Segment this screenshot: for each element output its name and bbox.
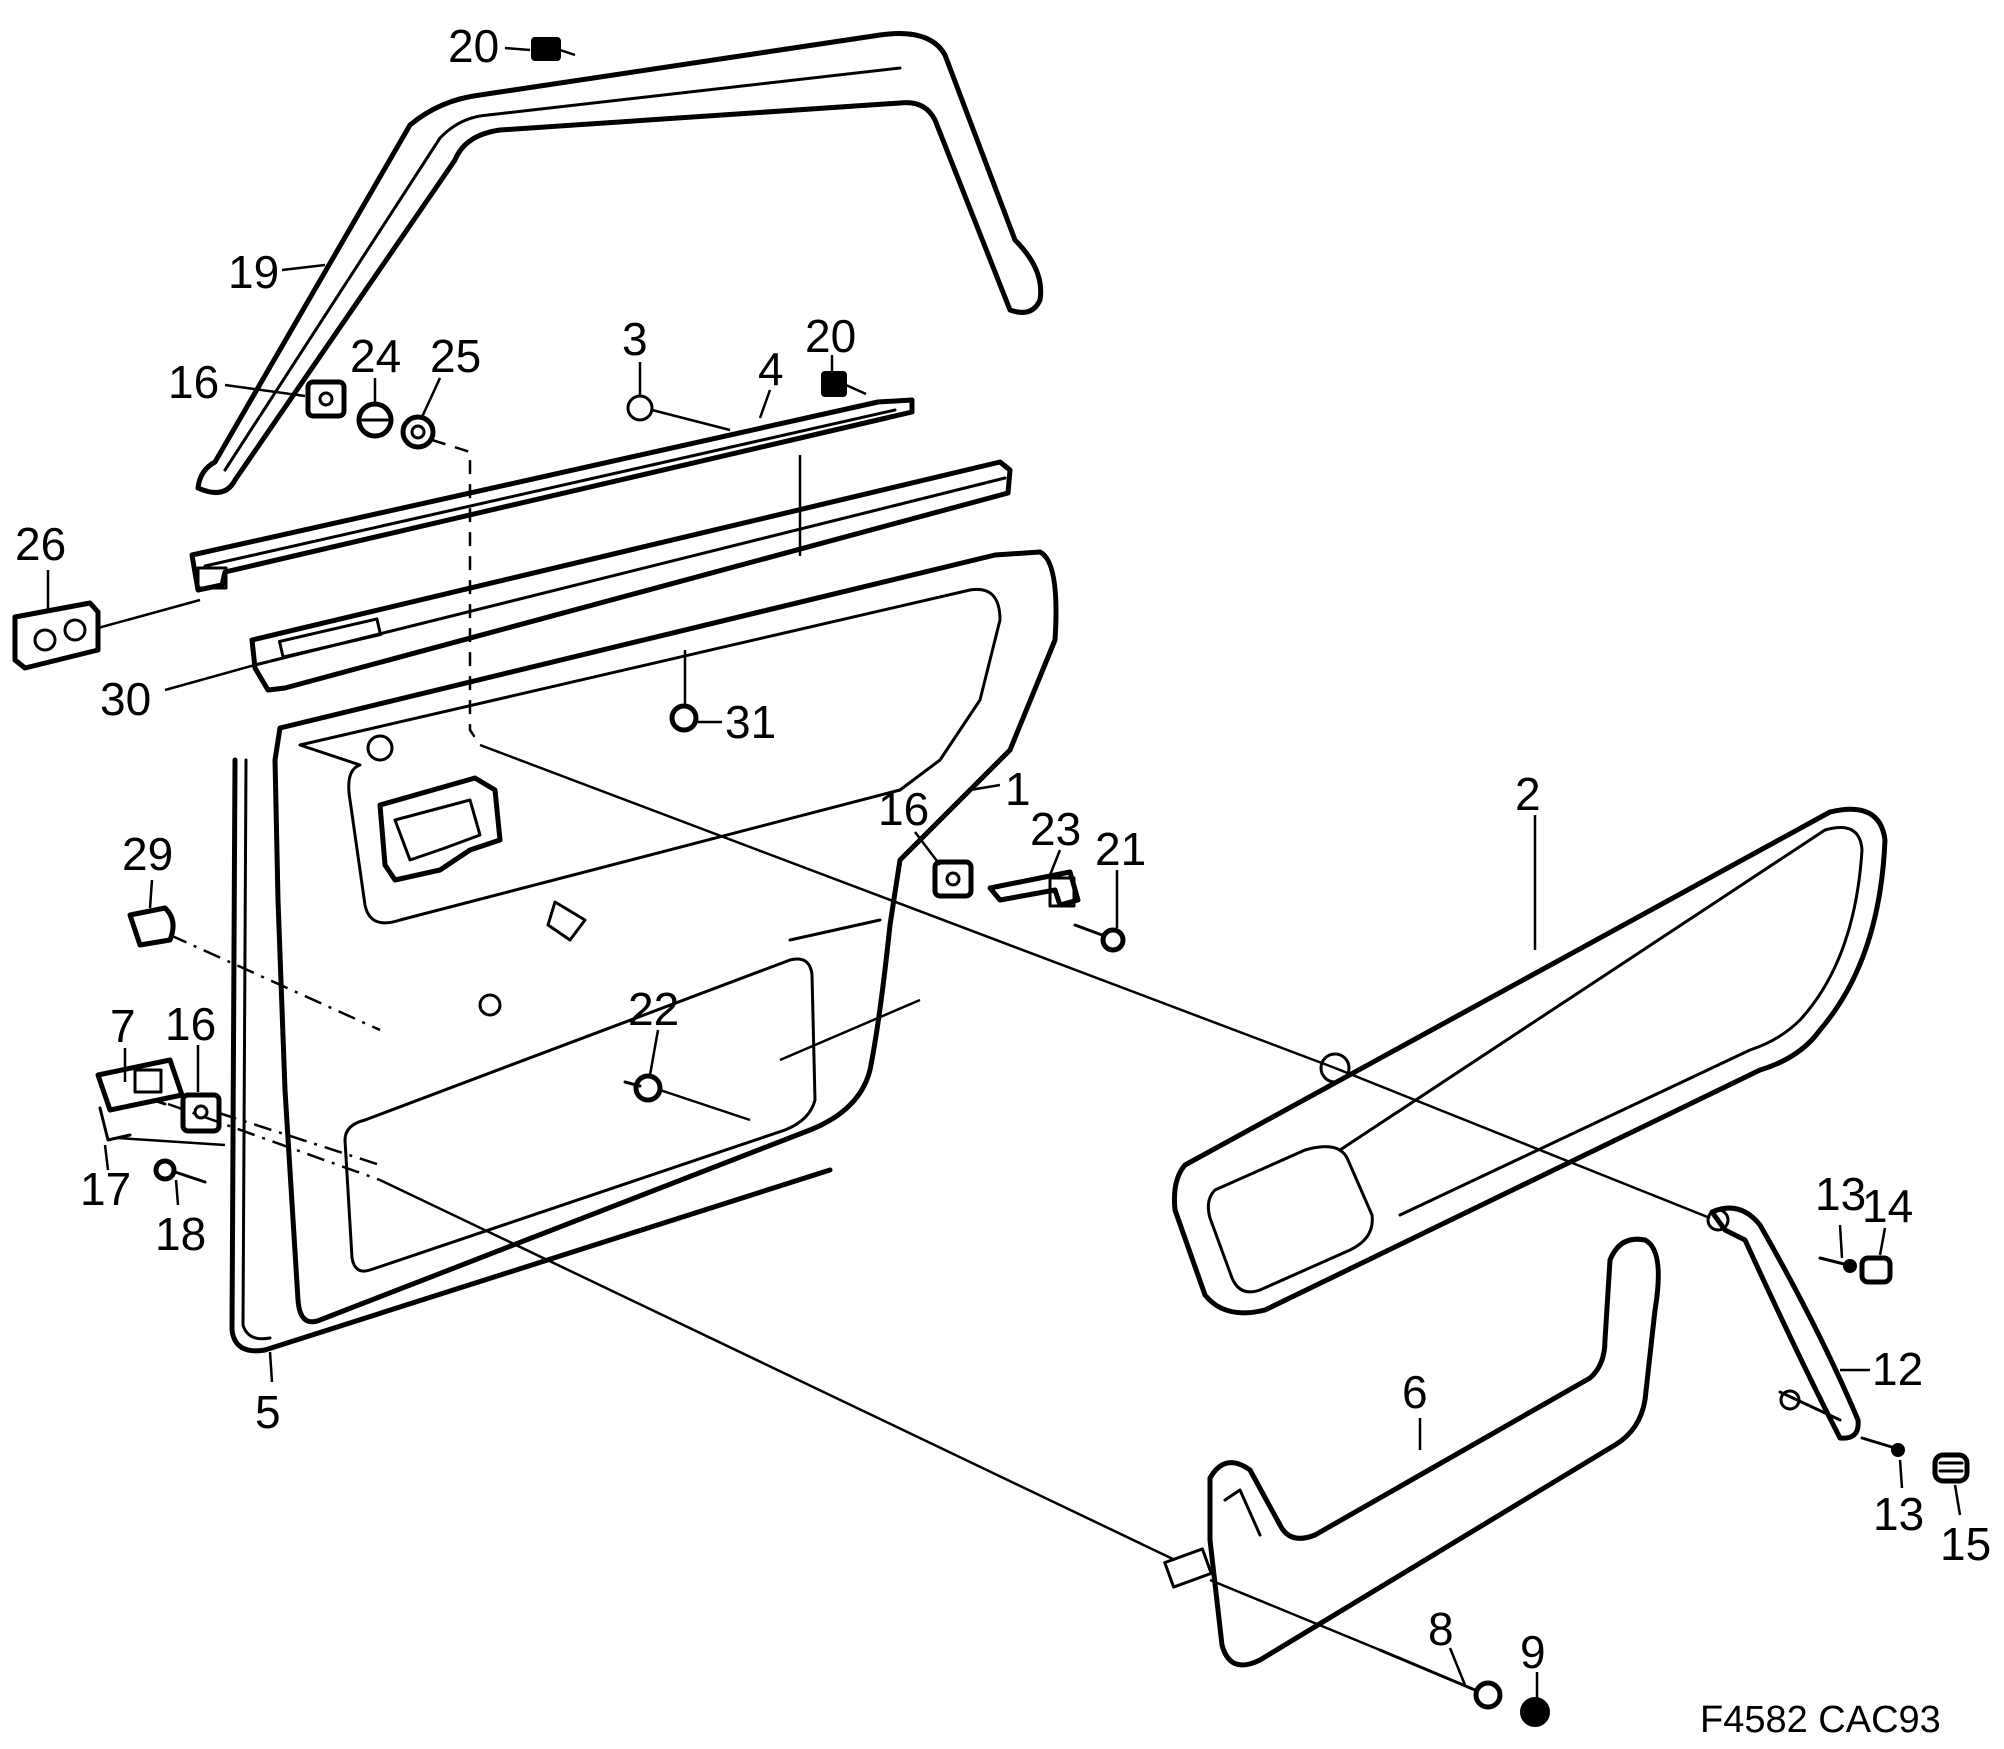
svg-text:19: 19 xyxy=(228,246,279,298)
callout-22: 22 xyxy=(628,983,679,1076)
callout-9: 9 xyxy=(1520,1626,1546,1698)
callout-21: 21 xyxy=(1095,823,1146,928)
callout-25: 25 xyxy=(420,330,481,418)
svg-text:22: 22 xyxy=(628,983,679,1035)
svg-text:9: 9 xyxy=(1520,1626,1546,1678)
part-16-clip-left xyxy=(180,1092,222,1134)
svg-text:31: 31 xyxy=(725,696,776,748)
part-23-latch xyxy=(987,869,1081,908)
callout-1: 1 xyxy=(969,763,1031,815)
svg-text:29: 29 xyxy=(122,828,173,880)
callout-20-top: 20 xyxy=(448,20,531,72)
part-30-upper-rail xyxy=(249,455,1013,693)
part-13-screw-top xyxy=(1818,1256,1857,1273)
part-6-lower-pocket xyxy=(1163,1236,1661,1668)
callout-16-right: 16 xyxy=(878,783,941,866)
part-31-clip xyxy=(669,703,699,733)
part-24-nut xyxy=(356,401,394,439)
svg-text:21: 21 xyxy=(1095,823,1146,875)
svg-text:25: 25 xyxy=(430,330,481,382)
svg-text:26: 26 xyxy=(15,518,66,570)
callout-18: 18 xyxy=(155,1179,206,1260)
part-26-bracket xyxy=(12,598,201,671)
part-29-push-clip xyxy=(127,905,176,948)
part-16-clip-top xyxy=(305,379,347,419)
callout-4: 4 xyxy=(758,343,784,419)
svg-text:3: 3 xyxy=(622,313,648,365)
part-3-screw xyxy=(626,394,731,432)
svg-text:13: 13 xyxy=(1873,1488,1924,1540)
svg-text:7: 7 xyxy=(110,1000,136,1052)
assembly-lines xyxy=(117,650,1711,1652)
callout-17: 17 xyxy=(80,1144,131,1215)
svg-text:15: 15 xyxy=(1940,1518,1991,1570)
callout-16-top: 16 xyxy=(168,356,306,408)
part-2-trim-panel xyxy=(1172,806,1888,1316)
callout-5: 5 xyxy=(255,1351,281,1438)
callout-29: 29 xyxy=(122,828,173,909)
svg-text:18: 18 xyxy=(155,1208,206,1260)
part-5-door-seal xyxy=(229,757,833,1354)
part-9-cap xyxy=(1520,1697,1550,1727)
svg-text:20: 20 xyxy=(805,310,856,362)
svg-text:24: 24 xyxy=(350,330,401,382)
part-13-screw-bottom xyxy=(1860,1436,1905,1457)
svg-text:30: 30 xyxy=(100,673,151,725)
callout-13-bottom: 13 xyxy=(1873,1459,1924,1540)
svg-text:5: 5 xyxy=(255,1386,281,1438)
part-22-clip xyxy=(623,1073,663,1103)
svg-text:8: 8 xyxy=(1428,1603,1454,1655)
svg-text:16: 16 xyxy=(168,356,219,408)
svg-text:14: 14 xyxy=(1862,1180,1913,1232)
part-21-screw xyxy=(1073,923,1126,953)
part-20-clip-top xyxy=(531,37,576,61)
svg-text:6: 6 xyxy=(1402,1366,1428,1418)
svg-text:16: 16 xyxy=(165,998,216,1050)
figure-code: F4582 CAC93 xyxy=(1700,1699,1941,1741)
part-17-bracket xyxy=(95,1057,185,1142)
part-15-cap xyxy=(1932,1452,1970,1484)
part-19-window-moulding xyxy=(195,31,1044,495)
callout-3: 3 xyxy=(622,313,648,396)
part-12-grab-handle xyxy=(1706,1205,1861,1441)
callout-31: 31 xyxy=(698,696,776,748)
part-1-door-panel xyxy=(272,549,1059,1325)
callout-7: 7 xyxy=(110,1000,136,1082)
callout-30: 30 xyxy=(100,663,256,725)
callout-13-top: 13 xyxy=(1815,1168,1866,1259)
svg-text:1: 1 xyxy=(1005,763,1031,815)
callout-8: 8 xyxy=(1428,1603,1467,1686)
part-14-cap xyxy=(1859,1255,1893,1285)
part-20-clip-middle xyxy=(821,371,867,397)
callout-12: 12 xyxy=(1840,1343,1923,1395)
part-8-screw xyxy=(1378,1648,1503,1710)
svg-text:17: 17 xyxy=(80,1163,131,1215)
callout-14: 14 xyxy=(1862,1180,1913,1256)
callout-6: 6 xyxy=(1402,1366,1428,1450)
callout-24: 24 xyxy=(350,330,401,404)
callout-19: 19 xyxy=(228,246,326,298)
callout-15: 15 xyxy=(1940,1484,1991,1570)
svg-text:23: 23 xyxy=(1030,803,1081,855)
callout-26: 26 xyxy=(15,518,66,610)
callout-2: 2 xyxy=(1515,768,1541,950)
part-4-belt-weatherstrip xyxy=(189,397,915,593)
part-25-washer xyxy=(400,414,482,746)
part-18-screw xyxy=(153,1158,207,1184)
svg-text:4: 4 xyxy=(758,343,784,395)
svg-text:16: 16 xyxy=(878,783,929,835)
callout-16-left: 16 xyxy=(165,998,216,1092)
svg-text:20: 20 xyxy=(448,20,499,72)
part-16-clip-right xyxy=(932,859,974,899)
svg-text:13: 13 xyxy=(1815,1168,1866,1220)
callout-23: 23 xyxy=(1030,803,1081,876)
svg-text:2: 2 xyxy=(1515,768,1541,820)
callout-20-middle: 20 xyxy=(805,310,856,372)
svg-text:12: 12 xyxy=(1872,1343,1923,1395)
